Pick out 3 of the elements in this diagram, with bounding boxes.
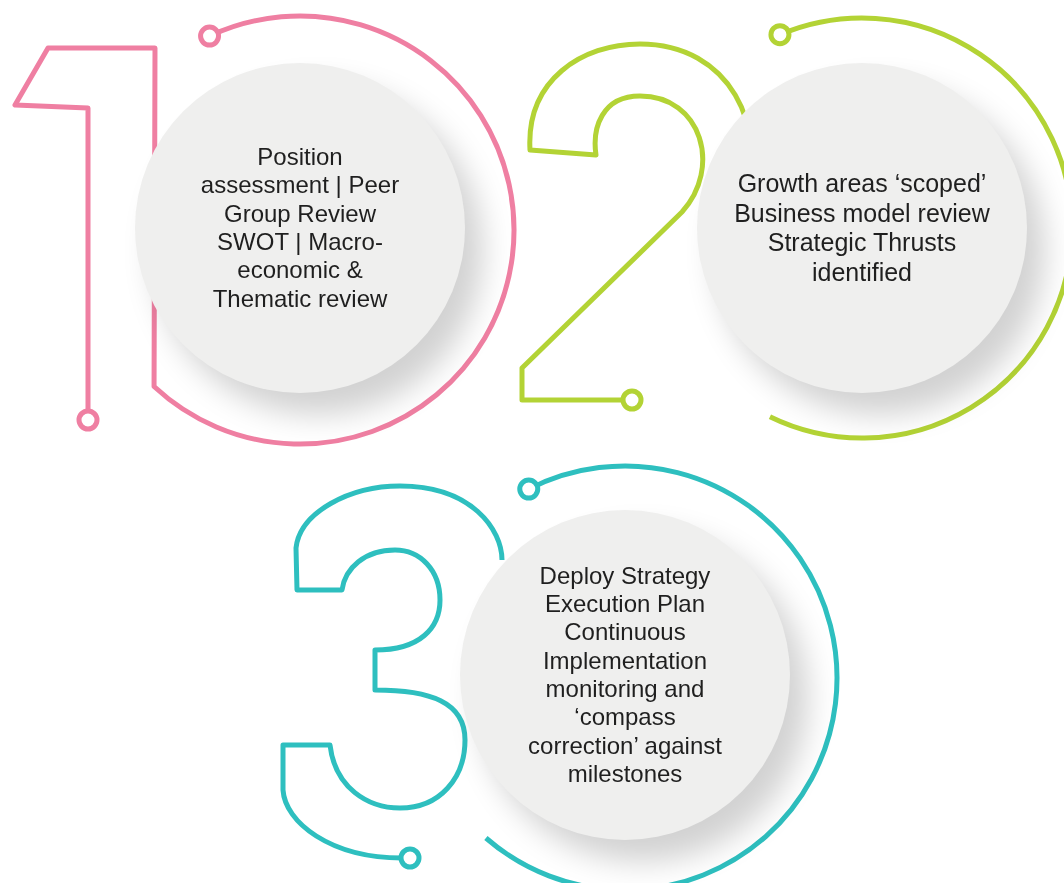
circle-text: Deploy Strategy Execution Plan Continuous Implementation monitoring and ‘compass correction’ against milestones <box>527 561 723 789</box>
circle-text: Growth areas ‘scoped’ Business model review Strategic Thrusts identified <box>733 169 991 287</box>
circle-text: Position assessment | Peer Group Review SWOT | Macro-economic & Thematic review <box>199 143 401 313</box>
